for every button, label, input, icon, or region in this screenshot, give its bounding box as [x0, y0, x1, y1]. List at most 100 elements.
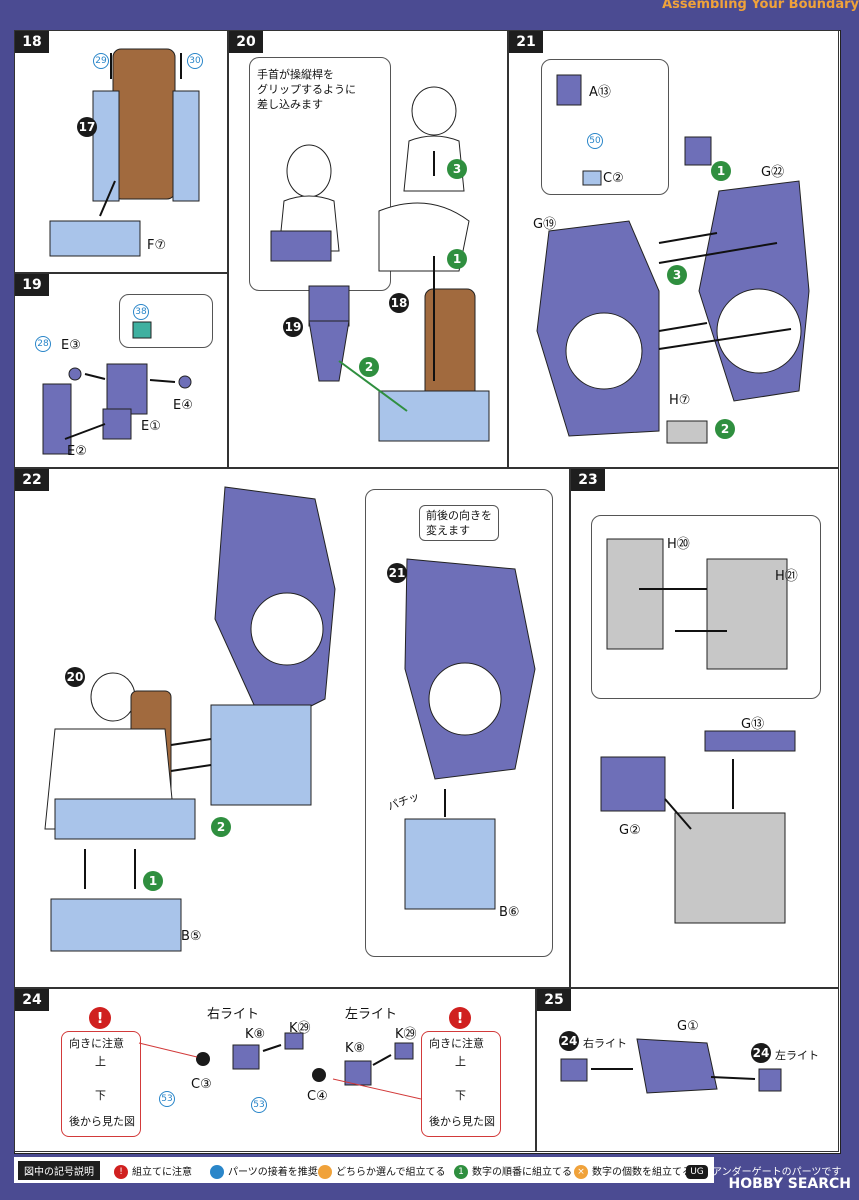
legend-ug: UG アンダーゲートのパーツです — [686, 1163, 841, 1179]
step-ref-24: 24 — [751, 1043, 771, 1063]
step-24: 24 ! 向きに注意 上 下 後から見た図 ! 向きに注意 上 下 後から見た図… — [14, 988, 536, 1152]
order-1: 1 — [143, 871, 163, 891]
legend-title: 図中の記号説明 — [18, 1161, 100, 1180]
order-2: 2 — [211, 817, 231, 837]
order-1: 1 — [447, 249, 467, 269]
glue-mark: 53 — [159, 1091, 175, 1107]
detail-bubble — [119, 294, 213, 348]
left-light-label: 左ライト — [345, 1007, 398, 1022]
note-line: 差し込みます — [257, 98, 323, 111]
part-label: G② — [619, 823, 641, 838]
ug-icon: UG — [686, 1165, 708, 1179]
legend-glue: パーツの接着を推奨 — [210, 1163, 318, 1179]
note-text: 手首が操縦桿を グリップするように 差し込みます — [257, 67, 356, 112]
grip-illustration — [42, 321, 192, 455]
part-label: H⑦ — [669, 393, 691, 408]
glue-mark: 30 — [187, 53, 203, 69]
order-2: 2 — [359, 357, 379, 377]
part-label: F⑦ — [147, 238, 167, 253]
glue-mark: 38 — [133, 304, 149, 320]
step-20: 20 手首が操縦桿を グリップするように 差し込みます 3 1 2 18 19 — [228, 30, 508, 468]
order-3: 3 — [667, 265, 687, 285]
legend-either: どちらか選んで組立てる — [318, 1163, 446, 1179]
glue-mark: 28 — [35, 336, 51, 352]
left-light-label: 左ライト — [775, 1049, 819, 1062]
caution-back-view: 後から見た図 — [69, 1115, 135, 1128]
caution-icon: ! — [89, 1007, 111, 1029]
step-number: 20 — [229, 31, 263, 53]
frame-illustration — [536, 74, 810, 444]
step-number: 18 — [15, 31, 49, 53]
part-label: K⑧ — [245, 1027, 266, 1042]
caution-up: 上 — [455, 1055, 466, 1068]
caution-down: 下 — [455, 1089, 466, 1102]
part-label: H㉑ — [775, 569, 798, 584]
glue-icon — [210, 1165, 224, 1179]
order-icon: 1 — [454, 1165, 468, 1179]
step-ref-17: 17 — [77, 117, 97, 137]
part-label: H⑳ — [667, 537, 690, 552]
step-25: 25 G① 24 右ライト 24 左ライト — [536, 988, 839, 1152]
part-label: C② — [603, 171, 624, 186]
part-label: K⑧ — [345, 1041, 366, 1056]
glue-mark: 53 — [251, 1097, 267, 1113]
caution-down: 下 — [95, 1089, 106, 1102]
step-18: 18 29 30 17 F⑦ — [14, 30, 228, 273]
part-label: K㉙ — [289, 1021, 311, 1036]
order-3: 3 — [447, 159, 467, 179]
caution-back-view: 後から見た図 — [429, 1115, 495, 1128]
step-number: 24 — [15, 989, 49, 1011]
glue-mark: 50 — [587, 133, 603, 149]
step-19: 19 28 38 E③ E④ E① E② — [14, 273, 228, 468]
note-line: グリップするように — [257, 83, 356, 96]
caution-up: 上 — [95, 1055, 106, 1068]
part-label: G㉒ — [761, 165, 785, 180]
legend-order: 1 数字の順番に組立てる — [454, 1163, 572, 1179]
note-text: 前後の向きを 変えます — [419, 505, 499, 541]
part-label: E① — [141, 419, 161, 434]
step-number: 19 — [15, 274, 49, 296]
part-label: B⑥ — [499, 905, 520, 920]
part-label: C③ — [191, 1077, 212, 1092]
order-2: 2 — [715, 419, 735, 439]
step-ref-19: 19 — [283, 317, 303, 337]
legend-text: アンダーゲートのパーツです — [712, 1167, 842, 1178]
step-number: 21 — [509, 31, 543, 53]
caution-icon: ! — [449, 1007, 471, 1029]
seat-illustration — [49, 48, 200, 257]
part-label: C④ — [307, 1089, 328, 1104]
caution-box — [61, 1031, 141, 1137]
light-illustration — [138, 1032, 422, 1100]
step-ref-21: 21 — [387, 563, 407, 583]
legend-text: 数字の順番に組立てる — [472, 1167, 572, 1178]
step-23: 23 H⑳ H㉑ G⑬ G② — [570, 468, 839, 988]
part-label: G⑬ — [741, 717, 765, 732]
step-22: 22 前後の向きを 変えます 20 21 B⑤ B⑥ 1 2 パチッ — [14, 468, 570, 988]
count-icon: × — [574, 1165, 588, 1179]
legend-text: どちらか選んで組立てる — [336, 1167, 446, 1178]
housing-illustration — [600, 538, 796, 924]
step-ref-20: 20 — [65, 667, 85, 687]
note-line: 前後の向きを — [426, 509, 492, 522]
part-label: K㉙ — [395, 1027, 417, 1042]
glue-mark: 29 — [93, 53, 109, 69]
choice-icon — [318, 1165, 332, 1179]
step-number: 22 — [15, 469, 49, 491]
assembly-illustration — [44, 486, 536, 952]
light-mount-illustration — [560, 1038, 782, 1094]
caution-text: 向きに注意 — [429, 1037, 484, 1050]
part-label: A⑬ — [589, 85, 611, 100]
legend-text: 数字の個数を組立てる — [592, 1167, 692, 1178]
caution-box — [421, 1031, 501, 1137]
note-line: 変えます — [426, 524, 470, 537]
caution-text: 向きに注意 — [69, 1037, 124, 1050]
step-21: 21 A⑬ C② 50 G㉒ G⑲ H⑦ 1 3 2 — [508, 30, 839, 468]
step-number: 23 — [571, 469, 605, 491]
right-light-label: 右ライト — [583, 1037, 627, 1050]
part-label: E② — [67, 444, 87, 459]
legend-count: × 数字の個数を組立てる — [574, 1163, 692, 1179]
part-label: E③ — [61, 338, 81, 353]
part-label: B⑤ — [181, 929, 202, 944]
legend-text: 組立てに注意 — [132, 1167, 192, 1178]
